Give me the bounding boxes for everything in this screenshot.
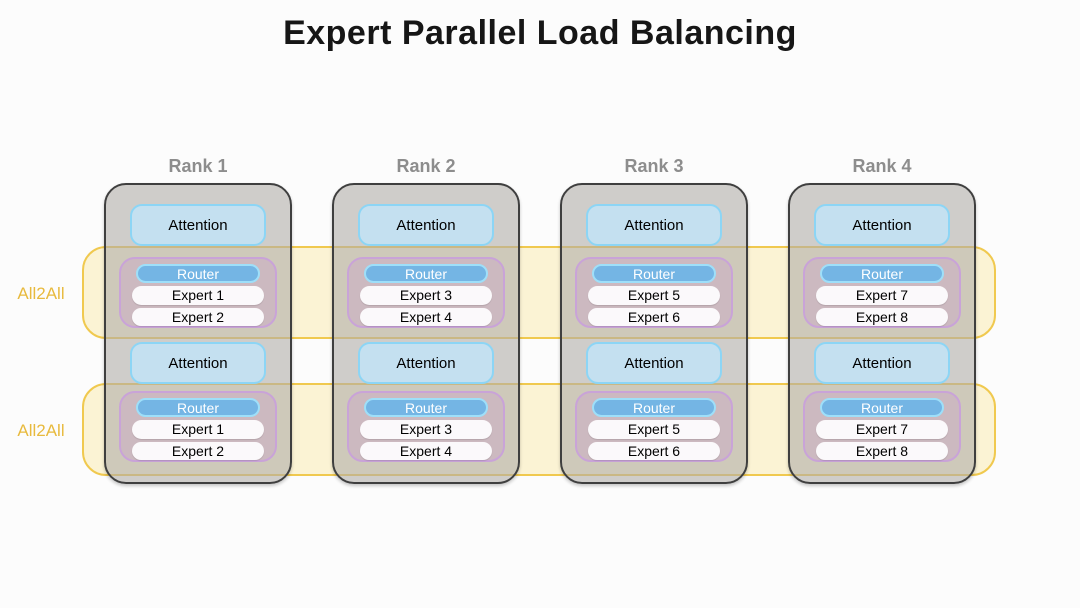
expert-block: Expert 3: [360, 420, 492, 439]
rank-3-label: Rank 3: [624, 156, 684, 176]
attention-block: Attention: [358, 204, 494, 246]
expert-block: Expert 6: [588, 441, 720, 460]
all2all-label-top: All2All: [17, 284, 65, 303]
attention-block: Attention: [586, 204, 722, 246]
moe-group: Router Expert 7 Expert 8: [803, 391, 961, 462]
expert-block: Expert 4: [360, 441, 492, 460]
expert-block: Expert 5: [588, 286, 720, 305]
expert-block: Expert 1: [132, 420, 264, 439]
attention-block: Attention: [586, 342, 722, 384]
attention-block: Attention: [814, 342, 950, 384]
rank-3-column: Attention Router Expert 5 Expert 6 Atten…: [560, 183, 748, 484]
router-block: Router: [820, 398, 944, 417]
expert-block: Expert 2: [132, 307, 264, 326]
expert-block: Expert 8: [816, 307, 948, 326]
router-block: Router: [136, 398, 260, 417]
rank-4-label: Rank 4: [852, 156, 912, 176]
rank-1-label: Rank 1: [168, 156, 228, 176]
rank-4-column: Attention Router Expert 7 Expert 8 Atten…: [788, 183, 976, 484]
moe-group: Router Expert 3 Expert 4: [347, 257, 505, 328]
all2all-label-bottom: All2All: [17, 421, 65, 440]
expert-block: Expert 8: [816, 441, 948, 460]
attention-block: Attention: [130, 342, 266, 384]
expert-block: Expert 3: [360, 286, 492, 305]
attention-block: Attention: [814, 204, 950, 246]
router-block: Router: [136, 264, 260, 283]
router-block: Router: [592, 264, 716, 283]
moe-group: Router Expert 5 Expert 6: [575, 391, 733, 462]
attention-block: Attention: [358, 342, 494, 384]
router-block: Router: [364, 264, 488, 283]
expert-block: Expert 4: [360, 307, 492, 326]
moe-group: Router Expert 1 Expert 2: [119, 257, 277, 328]
attention-block: Attention: [130, 204, 266, 246]
router-block: Router: [820, 264, 944, 283]
moe-group: Router Expert 3 Expert 4: [347, 391, 505, 462]
router-block: Router: [592, 398, 716, 417]
rank-2-column: Attention Router Expert 3 Expert 4 Atten…: [332, 183, 520, 484]
expert-block: Expert 7: [816, 420, 948, 439]
rank-1-column: Attention Router Expert 1 Expert 2 Atten…: [104, 183, 292, 484]
diagram-title: Expert Parallel Load Balancing: [283, 14, 797, 52]
router-block: Router: [364, 398, 488, 417]
expert-block: Expert 6: [588, 307, 720, 326]
moe-group: Router Expert 5 Expert 6: [575, 257, 733, 328]
moe-group: Router Expert 1 Expert 2: [119, 391, 277, 462]
expert-block: Expert 2: [132, 441, 264, 460]
rank-2-label: Rank 2: [396, 156, 456, 176]
expert-block: Expert 1: [132, 286, 264, 305]
moe-group: Router Expert 7 Expert 8: [803, 257, 961, 328]
expert-block: Expert 5: [588, 420, 720, 439]
expert-block: Expert 7: [816, 286, 948, 305]
